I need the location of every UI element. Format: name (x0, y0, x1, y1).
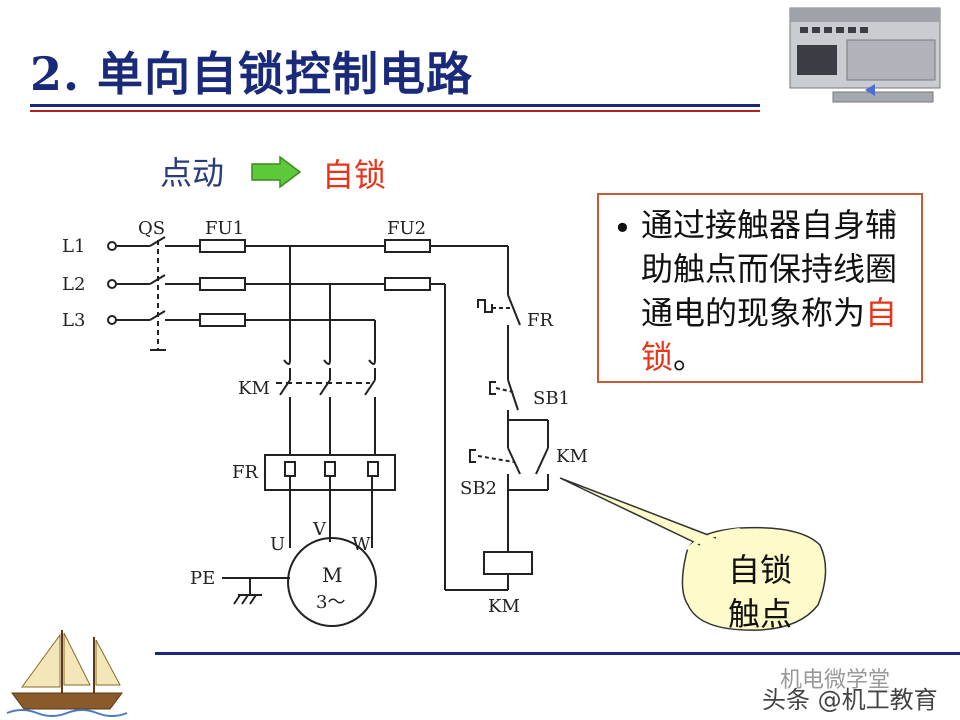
label-v: V (312, 519, 327, 540)
bullet-icon: • (613, 209, 632, 247)
definition-note-box: • 通过接触器自身辅助触点而保持线圈通电的现象称为自锁。 (597, 193, 923, 383)
label-w: W (352, 534, 371, 555)
label-sb1: SB1 (533, 388, 570, 409)
label-motor-phase: 3～ (316, 592, 345, 613)
label-u: U (270, 534, 285, 555)
callout-line-2: 触点 (727, 595, 792, 633)
plc-device-image (789, 7, 941, 103)
label-l1: L1 (62, 236, 85, 257)
page-title: 2. 单向自锁控制电路 (30, 47, 474, 101)
label-motor-m: M (322, 563, 342, 587)
definition-text-main: 通过接触器自身辅助触点而保持线圈通电的现象称为 (641, 206, 898, 332)
label-pe: PE (190, 568, 215, 589)
watermark-faint: 机电微学堂 (780, 668, 891, 693)
label-qs: QS (138, 218, 165, 239)
label-sb2: SB2 (460, 478, 497, 499)
title-underline-blue (30, 104, 760, 107)
footer-rule (155, 652, 960, 655)
title-underline-red (30, 110, 760, 112)
callout-self-lock-contact: 自锁 触点 (700, 548, 820, 636)
label-self-lock: 自锁 (322, 156, 387, 194)
callout-line-1: 自锁 (727, 551, 792, 589)
label-km-aux: KM (556, 446, 588, 467)
label-fr-heater: FR (232, 462, 258, 483)
green-arrow-icon (251, 155, 302, 189)
label-fu2: FU2 (387, 218, 426, 239)
label-km-coil: KM (488, 596, 520, 617)
label-fr-contact: FR (527, 310, 553, 331)
label-jog: 点动 (160, 154, 225, 192)
definition-text-end: 。 (673, 338, 706, 376)
label-l2: L2 (62, 274, 85, 295)
label-l3: L3 (62, 310, 85, 331)
watermark-main: 头条 @机工教育 (762, 686, 938, 714)
label-fu1: FU1 (205, 218, 244, 239)
sailboat-image (6, 630, 128, 717)
definition-text: 通过接触器自身辅助触点而保持线圈通电的现象称为自锁。 (641, 203, 916, 379)
definition-text-highlight: 自锁 (641, 294, 898, 376)
label-km-main: KM (238, 378, 270, 399)
